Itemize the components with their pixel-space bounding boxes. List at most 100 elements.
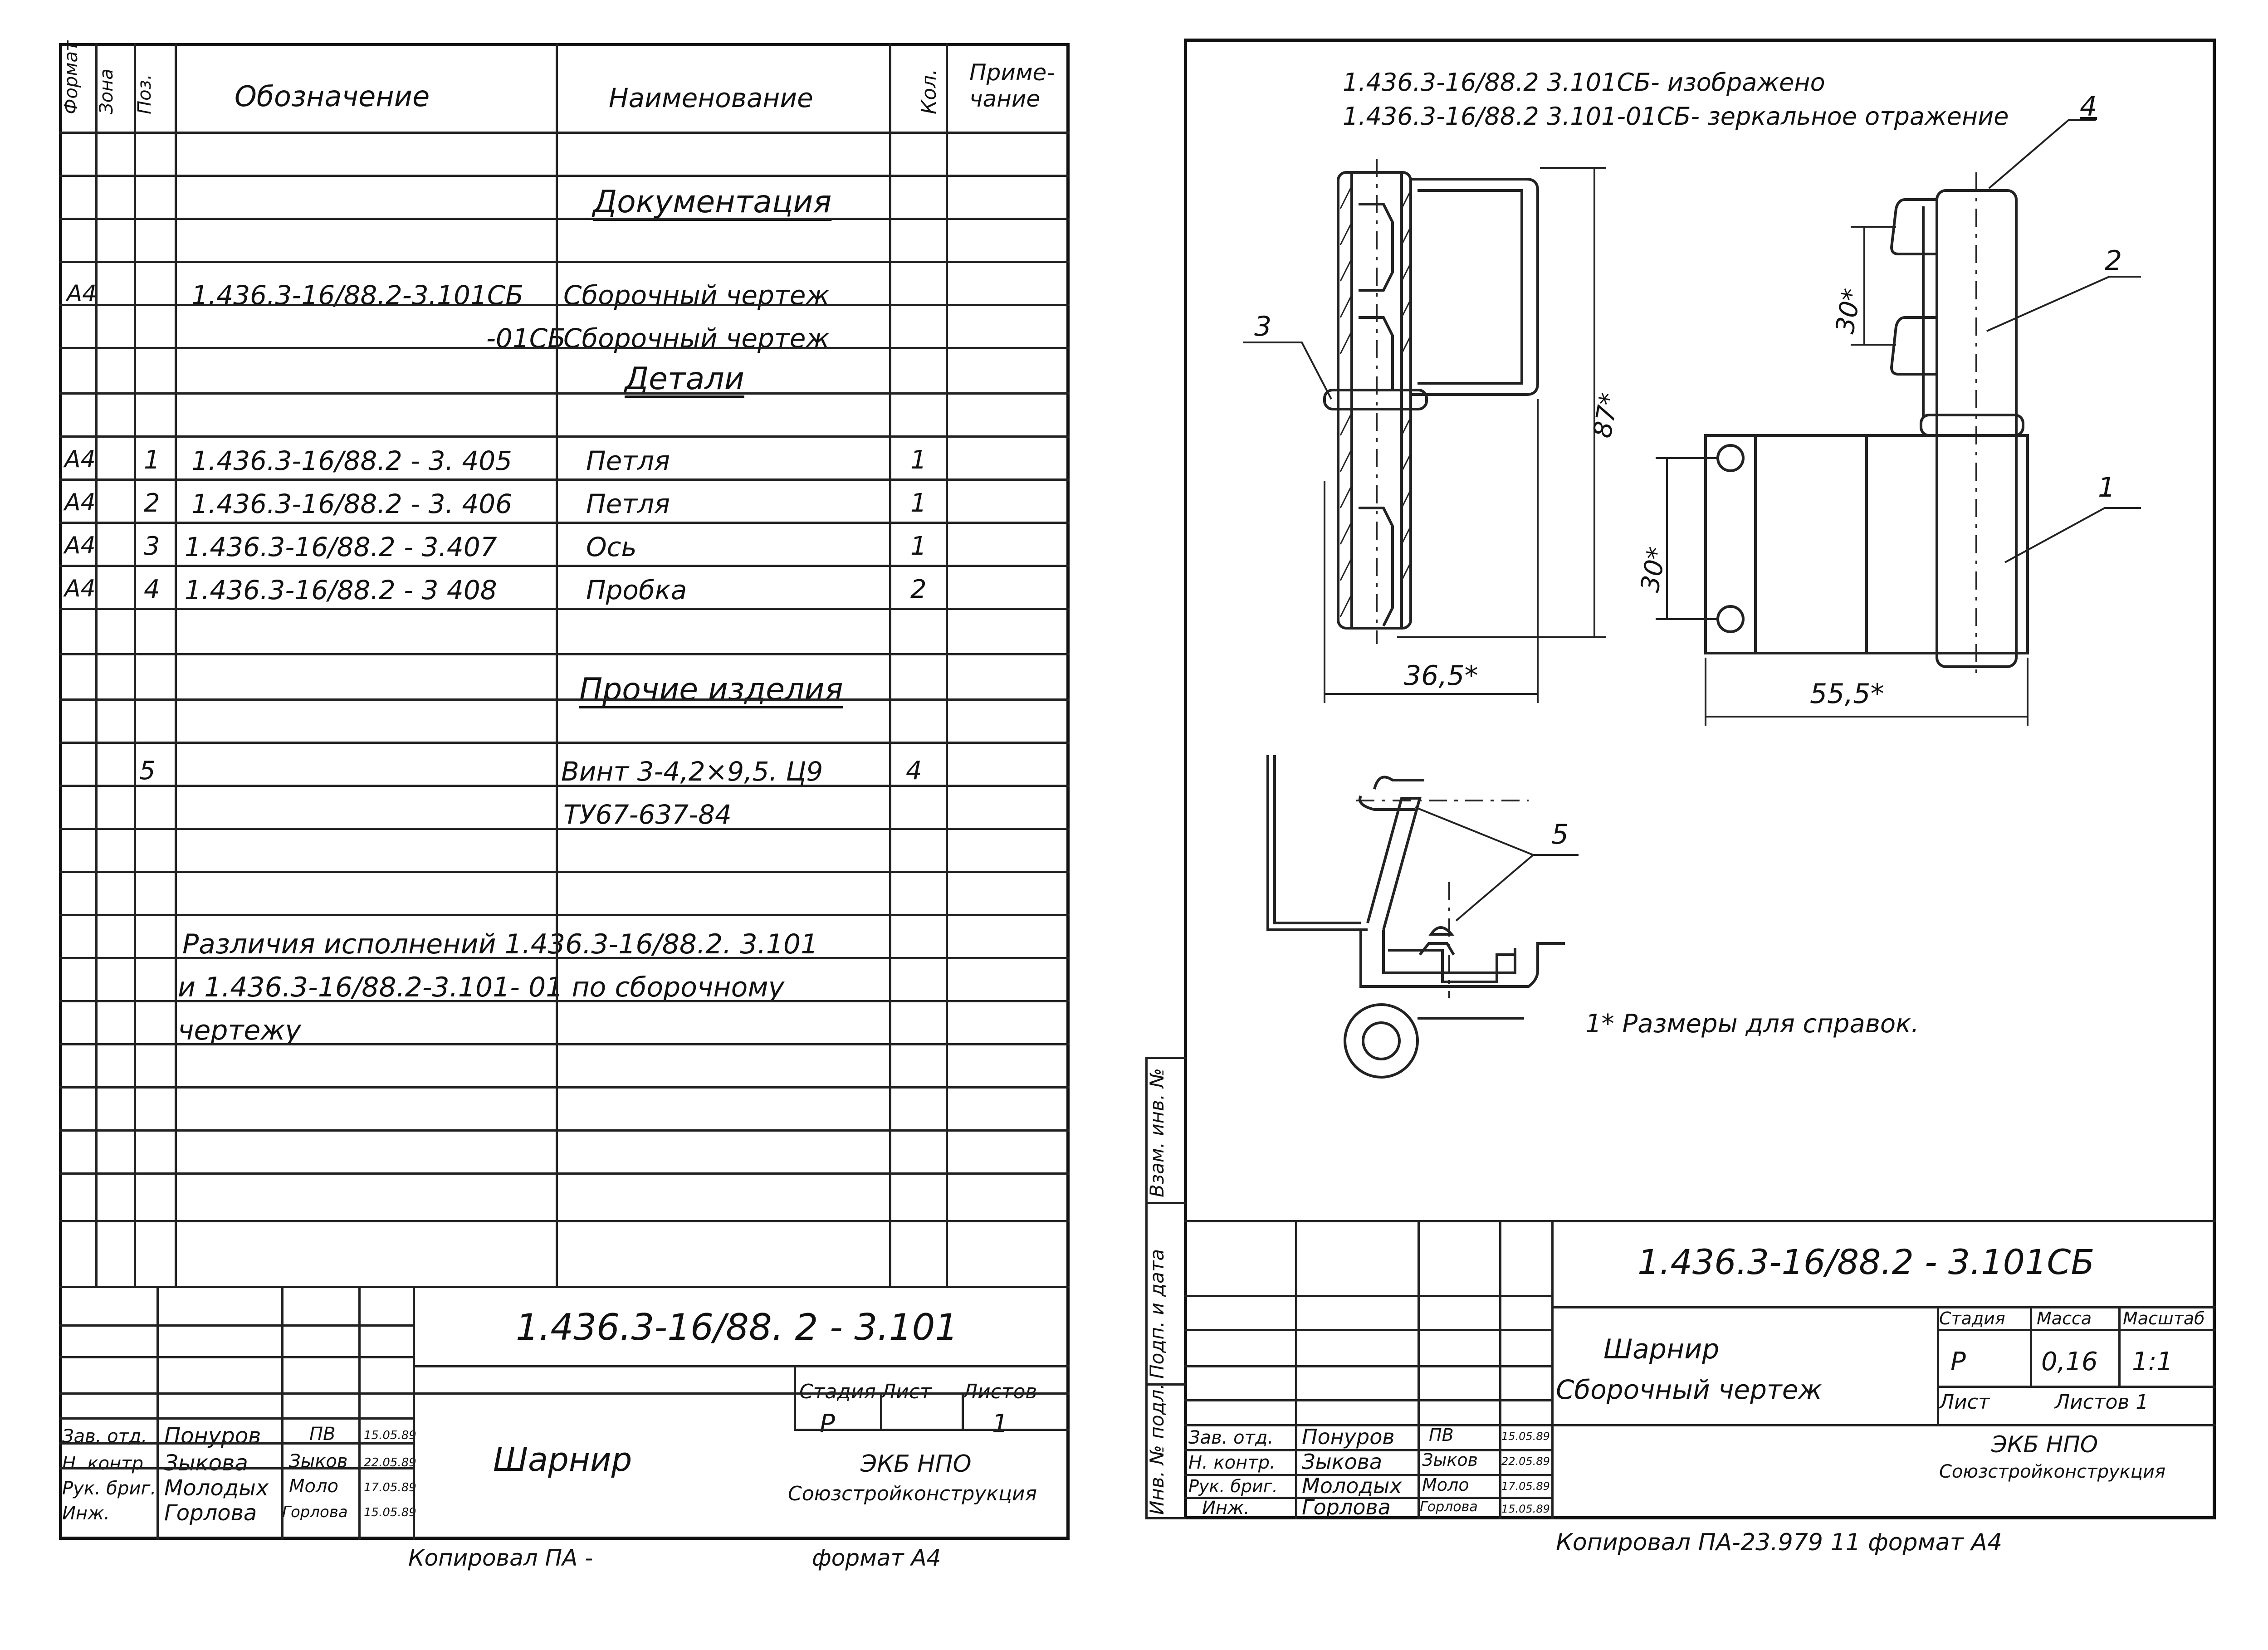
signature-name: Молодых: [164, 1475, 269, 1501]
dim-height: 87*: [1588, 391, 1625, 440]
doc-row-format: А4: [67, 280, 97, 307]
callout-2: 2: [2105, 245, 2122, 277]
part-pos: 2: [144, 488, 160, 518]
part-pos: 3: [144, 532, 160, 561]
drawing-name: Шарнир: [1603, 1333, 1720, 1365]
difference-note-line: Различия исполнений 1.436.3-16/88.2. 3.1…: [182, 928, 818, 960]
sheet-label: Лист: [1939, 1391, 1990, 1414]
difference-note-line: чертежу: [178, 1015, 301, 1046]
org-name: ЭКБ НПО: [1991, 1431, 2098, 1458]
org-name: ЭКБ НПО: [860, 1450, 972, 1478]
part-qty: 1: [910, 488, 927, 518]
part-designation: 1.436.3-16/88.2 - 3.407: [185, 532, 497, 562]
callout-5: 5: [1551, 819, 1569, 850]
specification-sheet: Формат Зона Поз. Обозначение Наименовани…: [59, 41, 1070, 1540]
signature-role: Инж.: [1202, 1498, 1250, 1518]
callout-3: 3: [1254, 311, 1272, 342]
signature-role: Рук. бриг.: [1188, 1476, 1278, 1496]
signature-date: 17.05.89: [1501, 1480, 1550, 1493]
drawing-code: 1.436.3-16/88.2 - 3.101СБ: [1637, 1242, 2095, 1282]
sheets-label: Листов: [963, 1380, 1037, 1403]
sheets-value: 1: [992, 1409, 1008, 1439]
dim-width-right: 55,5*: [1810, 678, 1884, 710]
signature-mark: ПВ: [1429, 1425, 1454, 1445]
section-documentation: Документация: [593, 184, 832, 220]
stage-label: Стадия: [1939, 1308, 2005, 1328]
part-format: А4: [64, 446, 96, 473]
signature-mark: ПВ: [309, 1424, 336, 1445]
signature-role: Инж.: [62, 1503, 110, 1524]
part-designation: 1.436.3-16/88.2 - 3. 406: [191, 488, 513, 519]
signature-date: 22.05.89: [364, 1456, 416, 1469]
signature-name: Горлова: [164, 1500, 257, 1526]
mass-value: 0,16: [2041, 1347, 2098, 1377]
org-name: Союзстройконструкция: [788, 1482, 1037, 1505]
spec-name: Шарнир: [493, 1440, 632, 1479]
other-qty: 4: [906, 756, 922, 786]
signature-date: 15.05.89: [364, 1429, 416, 1442]
stage-value: Р: [820, 1409, 835, 1439]
variant-note: 1.436.3-16/88.2 3.101СБ- изображено: [1343, 68, 1825, 97]
left-footer-copied: Копировал ПА -: [408, 1545, 593, 1571]
scale-value: 1:1: [2132, 1347, 2173, 1377]
org-name: Союзстройконструкция: [1939, 1461, 2166, 1482]
drawing-type: Сборочный чертеж: [1556, 1374, 1822, 1405]
signature-name: Горлова: [1302, 1495, 1391, 1519]
signature-role: Н. контр.: [62, 1453, 149, 1474]
section-parts: Детали: [625, 361, 744, 397]
other-name-standard: ТУ67-637-84: [563, 799, 732, 830]
signature-date: 22.05.89: [1501, 1455, 1550, 1468]
variant-note: 1.436.3-16/88.2 3.101-01СБ- зеркальное о…: [1343, 102, 2009, 131]
col-note-header: Приме- чание: [969, 59, 1055, 112]
signature-role: Рук. бриг.: [62, 1478, 156, 1499]
col-name-header: Наименование: [609, 83, 813, 113]
mass-label: Масса: [2037, 1308, 2092, 1328]
signature-mark: Моло: [1422, 1475, 1469, 1495]
signature-mark: Горлова: [1420, 1499, 1478, 1515]
dim-pitch-top: 30*: [1830, 286, 1867, 336]
part-qty: 2: [910, 575, 927, 604]
part-format: А4: [64, 575, 96, 602]
stage-value: Р: [1950, 1347, 1966, 1377]
part-pos: 4: [144, 575, 160, 604]
signature-role: Зав. отд.: [1188, 1427, 1274, 1448]
sheets-label: Листов 1: [2055, 1391, 2149, 1414]
col-designation-header: Обозначение: [235, 80, 430, 113]
callout-1: 1: [2098, 472, 2116, 503]
other-name: Винт 3-4,2×9,5. Ц9: [561, 756, 823, 787]
part-name: Пробка: [586, 575, 687, 605]
signature-date: 15.05.89: [1501, 1430, 1550, 1443]
spec-code: 1.436.3-16/88. 2 - 3.101: [516, 1306, 958, 1348]
scale-label: Масштаб: [2123, 1308, 2205, 1328]
signature-mark: Горлова: [282, 1503, 348, 1521]
signature-name: Молодых: [1302, 1474, 1402, 1498]
signature-date: 15.05.89: [364, 1506, 416, 1519]
dim-width-left: 36,5*: [1404, 660, 1478, 692]
part-format: А4: [64, 489, 96, 516]
dim-pitch-left: 30*: [1635, 545, 1672, 595]
part-qty: 1: [910, 445, 927, 475]
sheet-label: Лист: [881, 1380, 932, 1403]
part-name: Петля: [586, 445, 670, 476]
reference-dimensions-note: 1* Размеры для справок.: [1585, 1009, 1919, 1039]
left-footer-format: формат А4: [812, 1545, 941, 1571]
part-qty: 1: [910, 532, 927, 561]
part-name: Петля: [586, 488, 670, 519]
part-format: А4: [64, 532, 96, 559]
right-footer: Копировал ПА-23.979 11 формат А4: [1556, 1529, 2003, 1556]
part-pos: 1: [144, 445, 160, 475]
signature-name: Понуров: [1302, 1425, 1395, 1449]
signature-mark: Моло: [289, 1476, 339, 1497]
part-name: Ось: [586, 532, 637, 562]
assembly-sheet: [1184, 39, 2216, 1519]
signature-date: 15.05.89: [1501, 1503, 1550, 1515]
part-designation: 1.436.3-16/88.2 - 3 408: [185, 575, 497, 605]
signature-mark: Зыков: [1422, 1450, 1478, 1470]
part-designation: 1.436.3-16/88.2 - 3. 405: [191, 445, 513, 476]
signature-name: Зыкова: [164, 1450, 248, 1476]
difference-note-line: и 1.436.3-16/88.2-3.101- 01 по сборочном…: [178, 971, 785, 1003]
signature-role: Н. контр.: [1188, 1452, 1276, 1473]
signature-name: Зыкова: [1302, 1450, 1383, 1474]
stage-label: Стадия: [799, 1380, 876, 1403]
